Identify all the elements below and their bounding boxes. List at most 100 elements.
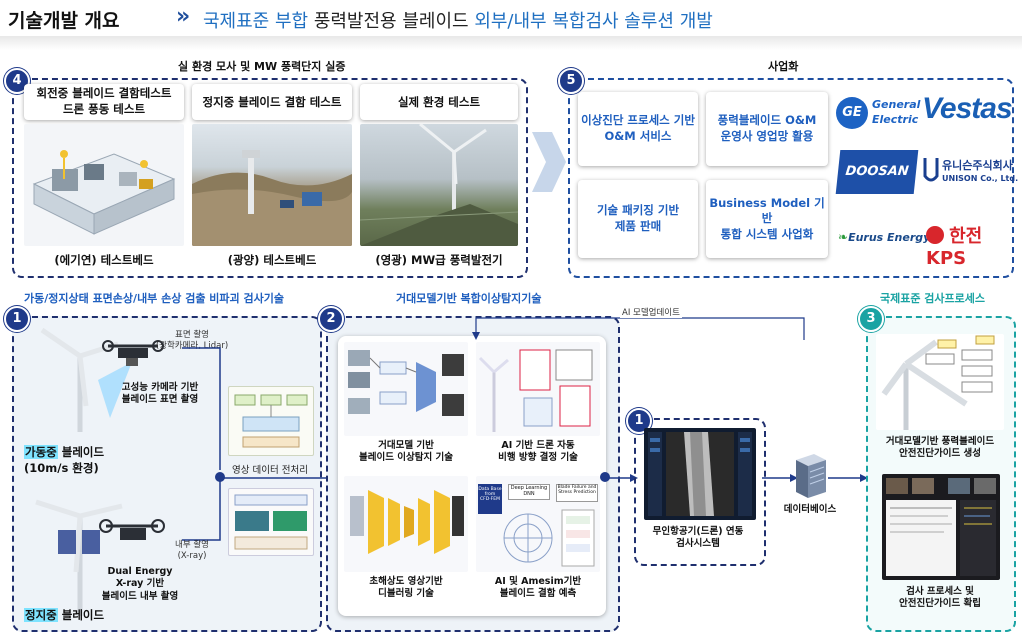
- label-line: (X-ray): [177, 551, 207, 562]
- label-line: 거대모델기반 풍력블레이드: [885, 436, 995, 447]
- mini-database-box: Data Base from CFD·FEM: [478, 484, 502, 514]
- mini-deep-learning-box: Deep Learning DNN: [508, 484, 550, 500]
- label-line: 고성능 카메라 기반: [121, 382, 199, 393]
- nondestructive-inspection-title: 가동/정지상태 표면손상/내부 손상 검출 비파괴 검사기술: [24, 292, 284, 305]
- ge-logo: GE General Electric: [836, 94, 920, 134]
- safety-guide-diagram: [876, 334, 1004, 430]
- model-update-label: AI 모델업데이트: [620, 306, 682, 318]
- stopped-highlight: 정지중: [24, 608, 58, 622]
- internal-shot-label: 내부 촬영 (X-ray): [162, 540, 222, 562]
- operating-turbine-illustration: [40, 327, 164, 432]
- label-line: Dual Energy: [107, 566, 173, 577]
- large-model-detection-label: 거대모델 기반 블레이드 이상탐지 기술: [344, 440, 468, 465]
- drone-system-label: 무인항공기(드론) 연동 검사시스템: [636, 526, 760, 551]
- commercialization-title: 사업화: [768, 60, 799, 73]
- section-number-5: 5: [558, 68, 584, 94]
- doosan-logo: DOOSAN: [835, 150, 919, 194]
- large-model-diagram: [344, 342, 468, 436]
- kps-text: 한전KPS: [926, 226, 983, 269]
- biz-line: 제품 판매: [614, 219, 662, 233]
- yeonggwang-turbine-photo: [360, 124, 518, 246]
- dual-energy-xray-label: Dual Energy X-ray 기반 블레이드 내부 촬영: [90, 566, 190, 603]
- eurus-leaf-icon: ❧: [838, 230, 849, 244]
- label-line: 블레이드: [57, 445, 105, 459]
- stopped-turbine-illustration: [35, 499, 165, 616]
- label-line: 안전진단가이드 생성: [899, 448, 981, 460]
- testbed-caption-3: (영광) MW급 풍력발전기: [375, 253, 503, 267]
- page-subtitle: 국제표준 부합 풍력발전용 블레이드 외부/내부 복합검사 솔루션 개발: [203, 11, 713, 32]
- commercialization-section: [568, 78, 1014, 278]
- biz-line: 기술 패키징 기반: [596, 203, 680, 218]
- header-arrow-icon: »: [176, 4, 191, 29]
- standard-process-title: 국제표준 검사프로세스: [880, 292, 986, 305]
- real-environment-test-card: 실제 환경 테스트: [360, 84, 518, 120]
- stopped-blade-label: 정지중 블레이드: [24, 608, 104, 623]
- label-line: 검사시스템: [676, 538, 720, 550]
- drone-system-screen: [644, 428, 756, 520]
- inspection-process-screen: [882, 474, 1000, 580]
- ge-text-1: General: [872, 98, 921, 111]
- defect-prediction-label: AI 및 Amesim기반 블레이드 결함 예측: [476, 576, 600, 601]
- high-performance-camera-label: 고성능 카메라 기반 블레이드 표면 촬영: [100, 382, 220, 407]
- wind-tunnel-testbed-illustration: [24, 124, 184, 246]
- eurus-text: Eurus Energy: [848, 231, 931, 244]
- label-line: X-ray 기반: [115, 578, 165, 590]
- label-line: 표면 촬영: [175, 330, 209, 340]
- unison-text-2: UNISON Co., Ltd.: [942, 174, 1019, 183]
- header-band: [0, 36, 1022, 50]
- model-update-line: [472, 317, 805, 340]
- flow-line-to-standard: [828, 474, 868, 482]
- preprocess-diagram-1: [228, 386, 314, 456]
- flow-line-to-model: [222, 474, 340, 482]
- drone-direction-label: AI 기반 드론 자동 비행 방향 결정 기술: [476, 440, 600, 465]
- ge-mark-icon: GE: [836, 97, 868, 129]
- database-label: 데이터베이스: [783, 504, 837, 515]
- kps-logo: 한전KPS: [926, 222, 1022, 269]
- biz-line: 이상진단 프로세스 기반: [581, 113, 695, 128]
- biz-line: 풍력블레이드 O&M: [717, 113, 817, 128]
- vestas-logo: Vestas: [922, 92, 1013, 125]
- label-line: 블레이드: [57, 608, 105, 622]
- operating-highlight: 가동중: [24, 445, 58, 459]
- biz-line: Business Model 기반: [709, 195, 825, 226]
- kps-mark-icon: [926, 226, 944, 244]
- page-title: 기술개발 개요: [8, 10, 120, 32]
- label-line: AI 기반 드론 자동: [501, 440, 575, 451]
- stationary-test-card: 정지중 블레이드 결함 테스트: [192, 84, 352, 120]
- anomaly-detection-title: 거대모델기반 복합이상탐지기술: [396, 292, 542, 305]
- operating-blade-label: 가동중 블레이드 (10m/s 환경): [24, 444, 104, 476]
- drone-path-diagram: [476, 342, 600, 436]
- label-line: 블레이드 이상탐지 기술: [358, 452, 453, 464]
- label-line: 블레이드 결함 예측: [499, 588, 577, 600]
- super-resolution-label: 초해상도 영상기반 디블러링 기술: [344, 576, 468, 601]
- biz-line: 통합 시스템 사업화: [720, 226, 814, 241]
- preprocess-diagram-2: [228, 488, 314, 556]
- flow-arrow-icon: [532, 132, 566, 192]
- label-line: 블레이드 표면 촬영: [121, 394, 199, 406]
- label-line: 무인항공기(드론) 연동: [652, 526, 744, 537]
- mini-blade-failure-box: Blade Failure and Stress Prediction: [556, 484, 598, 502]
- biz-line: O&M 서비스: [604, 129, 672, 143]
- preprocess-junction-dot: [215, 472, 225, 482]
- section-number-1: 1: [4, 306, 30, 332]
- gwangyang-testbed-photo: [192, 124, 352, 246]
- label-line: 검사 프로세스 및: [906, 586, 974, 597]
- label-line: 비행 방향 결정 기술: [498, 452, 578, 464]
- testbed-section-title: 실 환경 모사 및 MW 풍력단지 실증: [178, 60, 346, 73]
- card-title-line: 회전중 블레이드 결함테스트: [36, 86, 172, 101]
- label-line: AI 및 Amesim기반: [494, 576, 582, 587]
- unison-text-1: 유니슨주식회사: [942, 159, 1013, 172]
- ge-text-2: Electric: [872, 113, 919, 126]
- unison-logo: 유니슨주식회사 UNISON Co., Ltd.: [922, 152, 1018, 192]
- label-line: (10m/s 환경): [24, 461, 99, 476]
- testbed-section: [12, 78, 528, 278]
- preprocess-label: 영상 데이터 전처리: [232, 465, 308, 476]
- unison-mark-icon: [923, 158, 939, 182]
- card-title-line: 드론 풍동 테스트: [62, 102, 146, 116]
- process-establish-label: 검사 프로세스 및 안전진단가이드 확립: [870, 586, 1010, 611]
- label-line: 디블러링 기술: [378, 588, 434, 600]
- label-line: 블레이드 내부 촬영: [101, 590, 179, 602]
